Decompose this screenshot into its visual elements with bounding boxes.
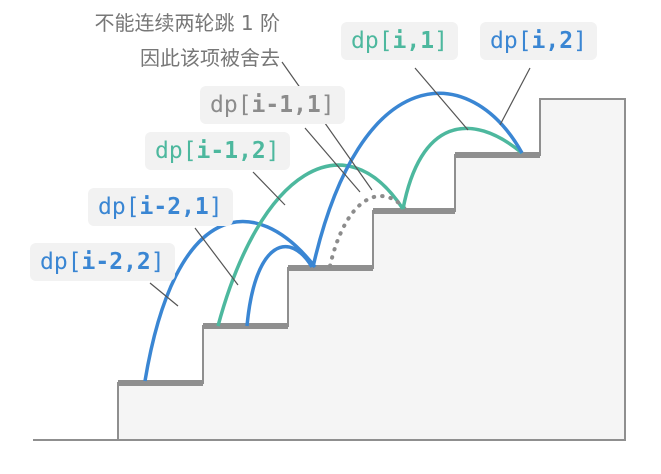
label-dp-i-2: dp[i,2]: [480, 22, 597, 60]
label-index: i,1: [392, 28, 435, 54]
arc-jump-2-to-i-2: [143, 219, 317, 382]
label-suffix: ]: [320, 92, 335, 118]
leader-dp-i: [499, 67, 531, 126]
arc-jump-1-to-i-2-1: [245, 245, 314, 327]
leader-dp-i-2-1: [194, 227, 239, 286]
arc-jump-1-to-i-1: [401, 126, 524, 210]
label-suffix: ]: [150, 249, 165, 275]
discard-note: 不能连续两轮跳 1 阶 因此该项被舍去: [95, 10, 280, 72]
label-prefix: dp[: [351, 28, 393, 54]
label-suffix: ]: [265, 138, 280, 164]
leader-dp-i-1: [414, 67, 469, 131]
label-suffix: ]: [208, 194, 223, 220]
label-index: i-2,1: [139, 194, 209, 220]
label-prefix: dp[: [210, 92, 252, 118]
label-dp-i-1-1: dp[i-1,1]: [200, 86, 345, 124]
label-suffix: ]: [434, 28, 448, 54]
arc-jump-1-to-i-1-1: [328, 194, 407, 268]
leader-dp-i-2-2: [149, 282, 179, 307]
label-prefix: dp[: [98, 194, 140, 220]
arc-jump-2-to-i: [311, 91, 524, 268]
label-index: i-1,2: [196, 138, 266, 164]
label-prefix: dp[: [490, 28, 532, 54]
label-prefix: dp[: [155, 138, 197, 164]
label-index: i,2: [531, 28, 574, 54]
label-dp-i-2-2: dp[i-2,2]: [30, 243, 175, 281]
label-prefix: dp[: [40, 249, 82, 275]
leader-note: [281, 61, 373, 191]
discard-note-line1: 不能连续两轮跳 1 阶: [94, 11, 280, 35]
leader-dp-i-1-1: [304, 127, 361, 193]
discard-note-line2: 因此该项被舍去: [140, 46, 280, 70]
label-dp-i-1: dp[i,1]: [341, 22, 458, 60]
arc-jump-2-to-i-1-2: [216, 163, 405, 327]
label-dp-i-2-1: dp[i-2,1]: [88, 188, 233, 226]
label-index: i-1,1: [251, 92, 321, 118]
label-index: i-2,2: [81, 249, 151, 275]
leader-dp-i-1-2: [252, 171, 286, 206]
label-suffix: ]: [573, 28, 587, 54]
label-dp-i-1-2: dp[i-1,2]: [145, 132, 290, 170]
